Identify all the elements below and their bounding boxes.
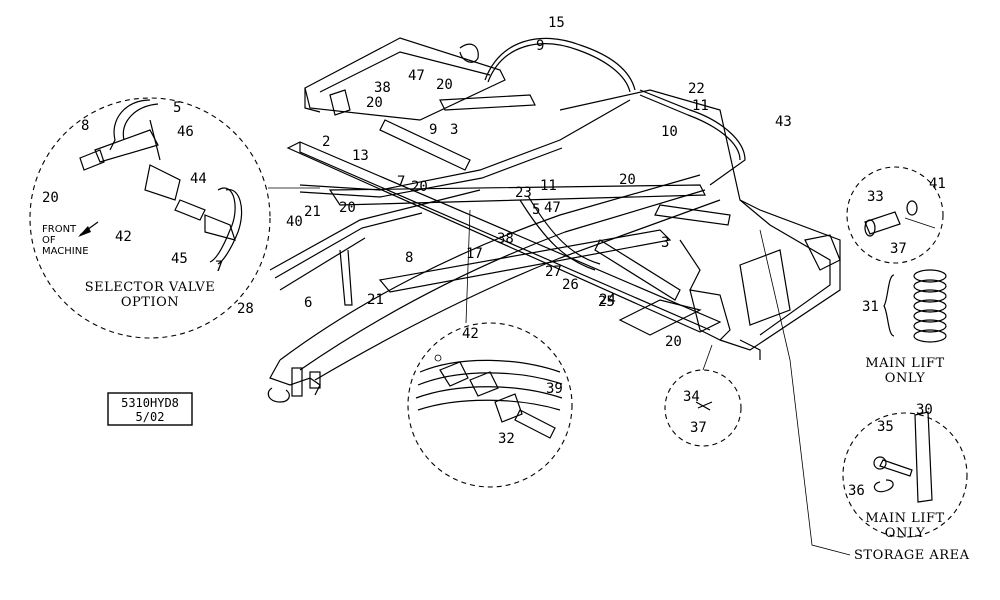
spring-caption-line2: ONLY (885, 371, 925, 386)
main_labels-30: 24 (599, 292, 616, 308)
latch-detail-callout-1: 35 (877, 419, 894, 435)
bracket-detail-callout-1: 39 (546, 381, 563, 397)
latch-caption-line2: ONLY (885, 526, 925, 541)
main-frame (267, 37, 841, 403)
clip-detail-labels: 34 37 (683, 389, 707, 436)
main_labels-7: 11 (692, 98, 709, 114)
bracket-detail-callout-2: 32 (498, 431, 515, 447)
pin-inset (846, 166, 944, 264)
hydraulic-hoses (269, 37, 851, 556)
selector-valve-callout-1: 8 (81, 118, 89, 134)
main_labels-32: 21 (367, 292, 384, 308)
latch-caption-line1: MAIN LIFT (865, 511, 944, 526)
storage-area-label: STORAGE AREA (854, 548, 970, 563)
selector-valve-title-line2: OPTION (121, 295, 179, 310)
selector-valve-callout-7: 7 (215, 259, 223, 275)
main_labels-8: 43 (775, 114, 792, 130)
main_labels-2: 22 (688, 81, 705, 97)
spring (883, 269, 947, 343)
latch-inset (842, 411, 968, 538)
main_labels-15: 20 (411, 179, 428, 195)
main_labels-18: 20 (619, 172, 636, 188)
main_labels-13: 13 (352, 148, 369, 164)
bracket-inset (407, 209, 573, 488)
latch-detail-callout-0: 30 (916, 402, 933, 418)
main_labels-19: 47 (544, 200, 561, 216)
main_labels-6: 20 (366, 95, 383, 111)
selector-valve-callout-5: 42 (115, 229, 132, 245)
main_labels-17: 11 (540, 178, 557, 194)
selector-valve-inset (29, 97, 320, 339)
main_labels-11: 3 (450, 122, 458, 138)
latch-detail-labels: 30 35 36 (848, 402, 933, 499)
main_labels-3: 47 (408, 68, 425, 84)
clip-detail-callout-1: 37 (690, 420, 707, 436)
main_labels-28: 27 (545, 264, 562, 280)
pin-detail-callout-0: 33 (867, 189, 884, 205)
selector-valve-callout-6: 45 (171, 251, 188, 267)
bracket-detail-labels: 42 39 32 (462, 326, 563, 447)
main_labels-10: 9 (429, 122, 437, 138)
main_labels-23: 20 (339, 200, 356, 216)
selector-valve-labels: 5 8 46 20 44 42 45 7 (42, 100, 223, 275)
main_labels-27: 8 (405, 250, 413, 266)
clip-detail-callout-0: 34 (683, 389, 700, 405)
main_labels-20: 5 (532, 202, 540, 218)
main_labels-4: 20 (436, 77, 453, 93)
selector-valve-callout-3: 20 (42, 190, 59, 206)
front-text-line2: OF (42, 235, 56, 246)
drawing-id-line2: 5/02 (136, 410, 165, 424)
main_labels-21: 40 (286, 214, 303, 230)
main_labels-24: 17 (466, 246, 483, 262)
main_labels-29: 26 (562, 277, 579, 293)
main_labels-34: 28 (237, 301, 254, 317)
main_labels-0: 15 (548, 15, 565, 31)
main_labels-14: 7 (397, 174, 405, 190)
pin-detail-callout-1: 41 (929, 176, 946, 192)
main_labels-1: 9 (536, 38, 544, 54)
selector-valve-callout-0: 5 (173, 100, 181, 116)
front-text-line1: FRONT (42, 224, 77, 235)
selector-valve-callout-2: 46 (177, 124, 194, 140)
spring-label: 31 (862, 299, 879, 315)
main_labels-12: 10 (661, 124, 678, 140)
drawing-id-box: 5310HYD8 5/02 (107, 392, 193, 426)
selector-valve-callout-4: 44 (190, 171, 207, 187)
main_labels-22: 21 (304, 204, 321, 220)
main_labels-35: 20 (665, 334, 682, 350)
pin-detail-callout-2: 37 (890, 241, 907, 257)
main_labels-5: 38 (374, 80, 391, 96)
main_labels-9: 2 (322, 134, 330, 150)
clip-inset (664, 344, 742, 447)
main_labels-25: 38 (497, 231, 514, 247)
front-text-line3: MACHINE (42, 246, 89, 257)
main_labels-16: 23 (515, 185, 532, 201)
bracket-detail-callout-0: 42 (462, 326, 479, 342)
spring-caption-line1: MAIN LIFT (865, 356, 944, 371)
pin-detail-labels: 33 41 37 (867, 176, 946, 257)
drawing-id-line1: 5310HYD8 (121, 396, 179, 410)
main_labels-31: 25 (598, 294, 615, 310)
main_labels-33: 6 (304, 295, 312, 311)
latch-detail-callout-2: 36 (848, 483, 865, 499)
selector-valve-title-line1: SELECTOR VALVE (85, 280, 216, 295)
main_labels-26: 3 (661, 235, 669, 251)
